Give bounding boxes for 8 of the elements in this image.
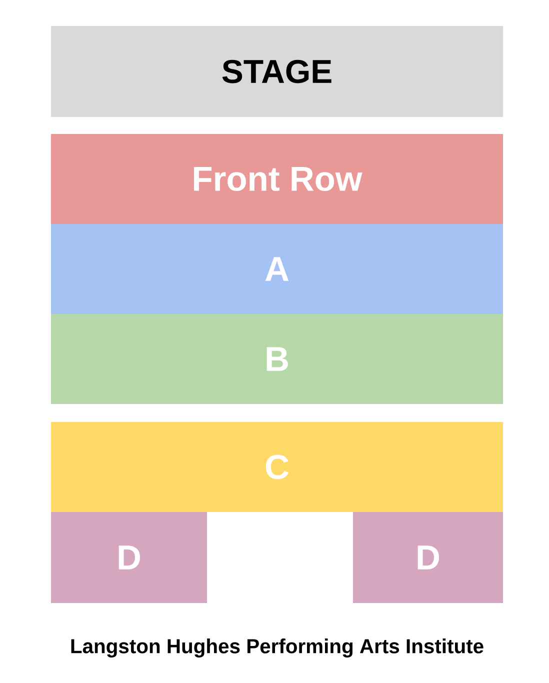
seating-section: A [51, 224, 503, 314]
caption: Langston Hughes Performing Arts Institute [71, 638, 484, 658]
stage-block: STAGE [51, 26, 503, 117]
seating-section: B [51, 314, 503, 404]
seating-section: D [353, 512, 503, 603]
seating-section: D [51, 512, 207, 603]
seating-section: C [51, 422, 503, 512]
seating-section: Front Row [51, 134, 503, 224]
